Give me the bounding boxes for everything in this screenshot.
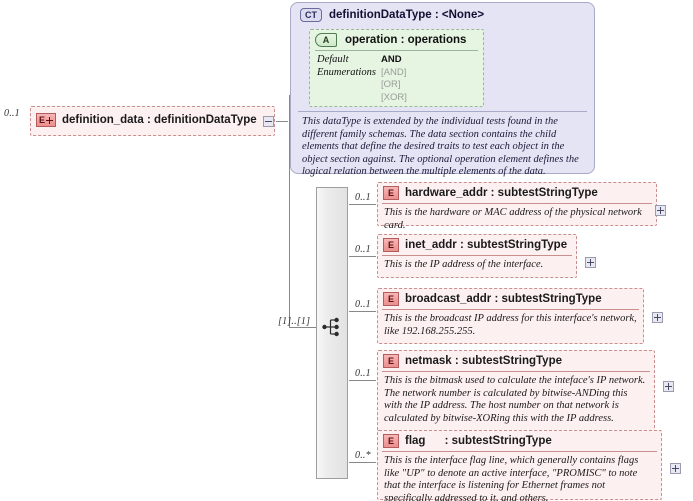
element-netmask[interactable]: E netmask : subtestStringType This is th… — [377, 350, 655, 432]
collapse-button-definition-data[interactable] — [263, 116, 274, 127]
element-title: broadcast_addr : subtestStringType — [405, 293, 602, 305]
facet-key: Default — [317, 54, 349, 65]
facet-value: AND — [381, 54, 402, 65]
complextype-icon: CT — [300, 8, 322, 22]
connector-child-hardware-addr — [349, 204, 376, 205]
child-cardinality-netmask: 0..1 — [355, 368, 371, 379]
root-cardinality: 0..1 — [4, 108, 20, 119]
connector-root-to-ct — [276, 121, 288, 122]
expand-button-flag[interactable] — [670, 463, 681, 474]
facet-value: [XOR] — [381, 91, 407, 103]
attribute-title: operation : operations — [345, 34, 467, 46]
child-cardinality-inet-addr: 0..1 — [355, 244, 371, 255]
facet-value: [OR] — [381, 79, 401, 90]
attribute-operation[interactable]: A operation : operations Default AND Enu… — [309, 29, 484, 107]
element-broadcast-addr[interactable]: E broadcast_addr : subtestStringType Thi… — [377, 288, 644, 344]
element-description: This is the hardware or MAC address of t… — [382, 203, 652, 235]
connector-trunk-vertical — [289, 95, 290, 327]
element-description: This is the broadcast IP address for thi… — [382, 309, 639, 341]
expand-button-broadcast-addr[interactable] — [652, 312, 663, 323]
element-icon: E — [383, 354, 399, 368]
complextype-definitiondatatype: CT definitionDataType : <None> A operati… — [290, 2, 595, 177]
expand-button-hardware-addr[interactable] — [655, 205, 666, 216]
connector-child-inet-addr — [349, 256, 376, 257]
element-description: This is the bitmask used to calculate th… — [382, 371, 650, 428]
element-inet-addr[interactable]: E inet_addr : subtestStringType This is … — [377, 234, 577, 278]
element-description: This is the interface flag line, which g… — [382, 451, 657, 501]
element-title: netmask : subtestStringType — [405, 355, 562, 367]
connector-child-netmask — [349, 380, 376, 381]
expand-button-netmask[interactable] — [663, 381, 674, 392]
element-header: E flag : subtestStringType — [378, 431, 661, 451]
facet-key — [317, 92, 381, 105]
facet-key — [317, 79, 381, 92]
element-icon: E — [383, 238, 399, 252]
facet-key: Enumerations — [317, 66, 376, 78]
element-header: E hardware_addr : subtestStringType — [378, 183, 656, 203]
element-definition-data[interactable]: E definition_data : definitionDataType — [30, 106, 275, 136]
element-icon: E — [383, 186, 399, 200]
complextype-title: definitionDataType : <None> — [329, 9, 485, 21]
sequence-compositor-bar[interactable] — [316, 187, 348, 479]
element-header: E inet_addr : subtestStringType — [378, 235, 576, 255]
element-title: hardware_addr : subtestStringType — [405, 187, 598, 199]
connector-child-flag — [349, 462, 376, 463]
complextype-header: CT definitionDataType : <None> — [291, 3, 594, 25]
connector-child-broadcast-addr — [349, 311, 376, 312]
element-title: definition_data : definitionDataType — [62, 114, 257, 126]
sequence-cardinality: [1]..[1] — [278, 316, 311, 327]
element-description: This is the IP address of the interface. — [382, 255, 572, 275]
connector-trunk-to-sequence — [289, 327, 323, 328]
child-cardinality-broadcast-addr: 0..1 — [355, 299, 371, 310]
attribute-icon: A — [315, 33, 337, 47]
element-header: E definition_data : definitionDataType — [31, 107, 274, 130]
sequence-icon — [322, 317, 339, 337]
element-header: E broadcast_addr : subtestStringType — [378, 289, 643, 309]
attribute-facets-table: Default AND Enumerations [AND] [OR] [XOR… — [315, 50, 478, 108]
element-icon: E — [383, 292, 399, 306]
element-header: E netmask : subtestStringType — [378, 351, 654, 371]
child-cardinality-flag: 0..* — [355, 450, 371, 461]
complextype-description: This dataType is extended by the individ… — [298, 111, 587, 185]
element-title: flag : subtestStringType — [405, 435, 552, 447]
element-title: inet_addr : subtestStringType — [405, 239, 568, 251]
element-flag[interactable]: E flag : subtestStringType This is the i… — [377, 430, 662, 501]
attribute-header: A operation : operations — [310, 30, 483, 50]
element-icon: E — [383, 434, 399, 448]
facet-value: [AND] — [381, 66, 407, 78]
expand-button-inet-addr[interactable] — [585, 257, 596, 268]
element-plus-icon: E — [36, 113, 56, 127]
element-hardware-addr[interactable]: E hardware_addr : subtestStringType This… — [377, 182, 657, 231]
child-cardinality-hardware-addr: 0..1 — [355, 192, 371, 203]
